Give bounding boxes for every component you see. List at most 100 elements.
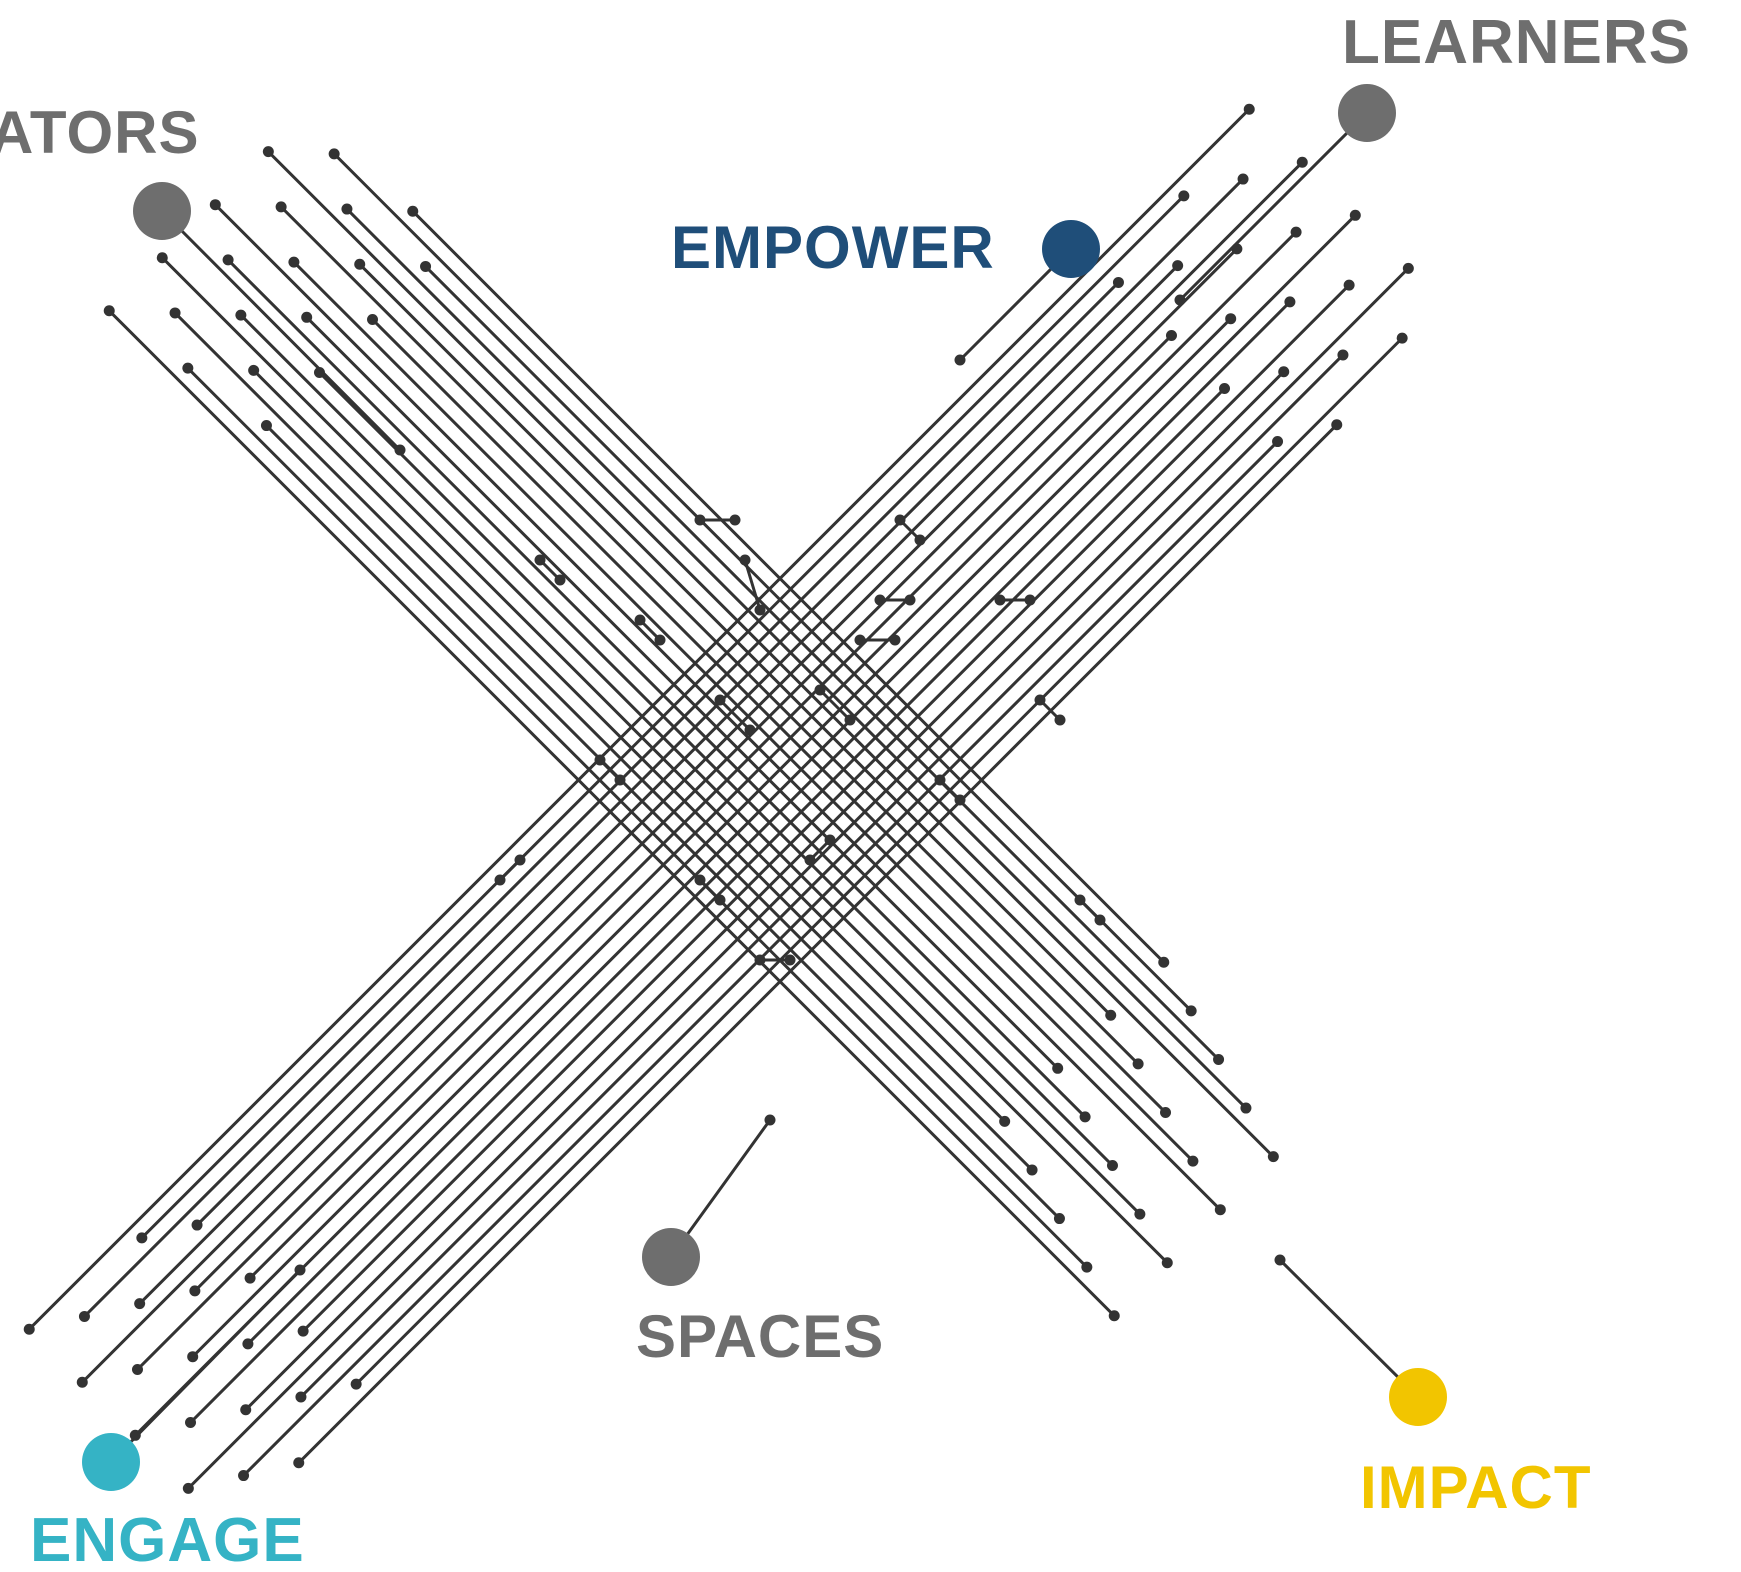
circuit-trace	[743, 558, 762, 612]
educators-node-dot	[133, 182, 191, 240]
trace-terminal	[1178, 190, 1190, 202]
trace-terminal	[1112, 276, 1124, 288]
educators-label: ATORS	[0, 99, 200, 166]
trace-terminal	[293, 1457, 305, 1469]
trace-terminal	[189, 1285, 201, 1297]
circuit-trace	[358, 262, 1113, 1017]
circuit-trace	[1178, 111, 1369, 302]
trace-terminal	[131, 1363, 143, 1375]
circuit-trace	[332, 152, 1193, 1013]
trace-terminal	[714, 694, 726, 706]
circuit-trace	[345, 207, 1248, 1110]
circuit-trace	[248, 230, 1298, 1280]
circuit-trace	[246, 300, 1292, 1346]
trace-terminal	[78, 1310, 90, 1322]
trace-terminal	[1034, 694, 1046, 706]
trace-terminal	[889, 634, 901, 646]
spaces-label: SPACES	[636, 1303, 885, 1370]
trace-terminal	[248, 364, 260, 376]
trace-terminal	[1094, 914, 1106, 926]
trace-terminal	[894, 514, 906, 526]
trace-terminal	[654, 634, 666, 646]
trace-terminal	[994, 594, 1006, 606]
trace-terminal	[1108, 1310, 1120, 1322]
circuit-trace	[213, 203, 1222, 1212]
trace-terminal	[614, 774, 626, 786]
circuit-trace	[195, 177, 1245, 1227]
trace-terminal	[1243, 103, 1255, 115]
trace-terminal	[76, 1376, 88, 1388]
trace-terminal	[824, 834, 836, 846]
circuit-trace	[160, 256, 1169, 1265]
trace-terminal	[191, 1219, 203, 1231]
circuit-trace	[239, 313, 1142, 1216]
impact-label: IMPACT	[1360, 1454, 1592, 1521]
trace-terminal	[1106, 1160, 1118, 1172]
circuit-trace	[226, 258, 1087, 1119]
circuit-trace	[244, 370, 1286, 1412]
circuit-trace	[424, 264, 1221, 1061]
trace-terminal	[367, 313, 379, 325]
trace-terminal	[714, 894, 726, 906]
circuit-trace	[193, 247, 1239, 1293]
trace-terminal	[1274, 1254, 1286, 1266]
trace-terminal	[1278, 366, 1290, 378]
trace-terminal	[754, 604, 766, 616]
trace-terminal	[1074, 894, 1086, 906]
trace-terminal	[744, 724, 756, 736]
circuit-trace	[135, 333, 1173, 1371]
trace-terminal	[1225, 313, 1237, 325]
trace-terminal	[754, 954, 766, 966]
trace-terminal	[262, 146, 274, 158]
circuit-trace	[27, 107, 1251, 1331]
circuit-trace	[133, 213, 1357, 1437]
trace-terminal	[874, 594, 886, 606]
learners-node-dot	[1338, 84, 1396, 142]
circuit-trace	[305, 315, 1060, 1070]
trace-terminal	[844, 714, 856, 726]
circuit-trace	[252, 368, 1007, 1123]
trace-terminal	[1158, 956, 1170, 968]
trace-terminal	[1343, 279, 1355, 291]
trace-terminal	[814, 684, 826, 696]
trace-terminal	[999, 1115, 1011, 1127]
trace-terminal	[1237, 173, 1249, 185]
trace-terminal	[804, 854, 816, 866]
circuit-trace	[411, 209, 1166, 964]
circuit-trace	[186, 266, 1410, 1490]
trace-terminal	[694, 874, 706, 886]
circuit-trace	[818, 688, 852, 722]
trace-terminal	[187, 1351, 199, 1363]
trace-terminal	[784, 954, 796, 966]
trace-terminal	[954, 354, 966, 366]
trace-terminal	[294, 1264, 306, 1276]
trace-terminal	[260, 420, 272, 432]
circuit-trace	[279, 205, 1140, 1066]
trace-terminal	[420, 260, 432, 272]
circuit-trace	[354, 336, 1404, 1386]
trace-terminal	[1079, 1111, 1091, 1123]
trace-terminal	[313, 367, 325, 379]
circuit-trace	[718, 698, 752, 732]
trace-terminal	[242, 1338, 254, 1350]
circuit-trace	[160, 209, 402, 452]
circuit-trace	[140, 194, 1186, 1240]
trace-terminal	[729, 514, 741, 526]
trace-terminal	[238, 1470, 250, 1482]
trace-terminal	[134, 1298, 146, 1310]
trace-terminal	[1134, 1208, 1146, 1220]
trace-terminal	[222, 254, 234, 266]
trace-terminal	[235, 309, 247, 321]
empower-node-dot	[1042, 220, 1100, 278]
trace-terminal	[764, 1114, 776, 1126]
engage-label: ENGAGE	[30, 1506, 305, 1572]
circuit-trace	[107, 309, 1116, 1318]
circuit-trace	[371, 317, 1168, 1114]
trace-terminal	[1284, 296, 1296, 308]
circuit-trace	[266, 150, 1275, 1159]
trace-terminal	[1052, 1062, 1064, 1074]
trace-terminal	[1240, 1102, 1252, 1114]
trace-terminal	[1161, 1257, 1173, 1269]
trace-terminal	[1296, 156, 1308, 168]
